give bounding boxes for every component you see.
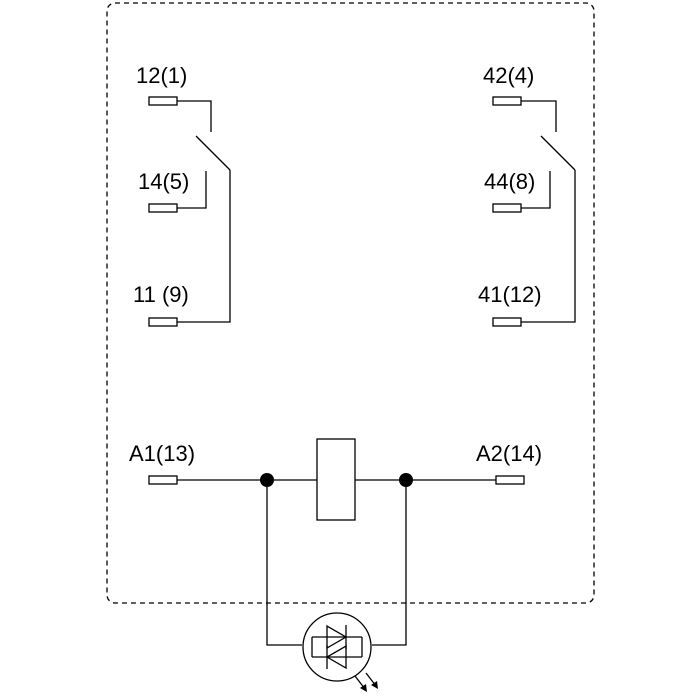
wire-led-right bbox=[372, 480, 407, 646]
terminal-label-12: 12(1) bbox=[136, 63, 187, 88]
contact-set-1: 12(1) 14(5) 11 (9) bbox=[133, 63, 231, 327]
terminal-pin-12 bbox=[148, 96, 178, 106]
terminal-pin-14 bbox=[148, 203, 178, 213]
terminal-pin-44 bbox=[492, 203, 522, 213]
contact-set-2: 42(4) 44(8) 41(12) bbox=[478, 63, 576, 327]
contact-blade-2 bbox=[540, 135, 576, 171]
terminal-pin-a1 bbox=[148, 475, 178, 485]
terminal-pin-41 bbox=[492, 317, 522, 327]
wire-41 bbox=[521, 170, 576, 323]
terminal-label-44: 44(8) bbox=[484, 169, 535, 194]
coil-circuit: A1(13) A2(14) bbox=[129, 438, 542, 646]
diode-upper-triangle bbox=[326, 624, 348, 650]
terminal-pin-11 bbox=[148, 317, 178, 327]
terminal-label-a1: A1(13) bbox=[129, 441, 195, 466]
terminal-label-a2: A2(14) bbox=[476, 441, 542, 466]
terminal-label-11: 11 (9) bbox=[133, 282, 189, 307]
terminal-label-14: 14(5) bbox=[138, 169, 189, 194]
contact-blade-1 bbox=[195, 135, 231, 171]
wire-44 bbox=[521, 171, 551, 209]
terminal-pin-42 bbox=[492, 96, 522, 106]
wire-42 bbox=[521, 100, 557, 132]
led-symbol-circle bbox=[302, 612, 372, 682]
wire-14 bbox=[177, 171, 207, 209]
wire-12 bbox=[177, 100, 212, 132]
light-emission-arrows-icon bbox=[354, 672, 378, 692]
led-indicator bbox=[302, 612, 378, 692]
terminal-pin-a2 bbox=[495, 475, 525, 485]
diode-lower-triangle bbox=[325, 644, 347, 670]
wire-11 bbox=[177, 170, 231, 323]
terminal-label-41: 41(12) bbox=[478, 282, 542, 307]
wire-led-left bbox=[266, 480, 302, 646]
terminal-label-42: 42(4) bbox=[483, 63, 534, 88]
relay-coil bbox=[316, 438, 356, 521]
relay-housing-outline bbox=[106, 2, 595, 604]
